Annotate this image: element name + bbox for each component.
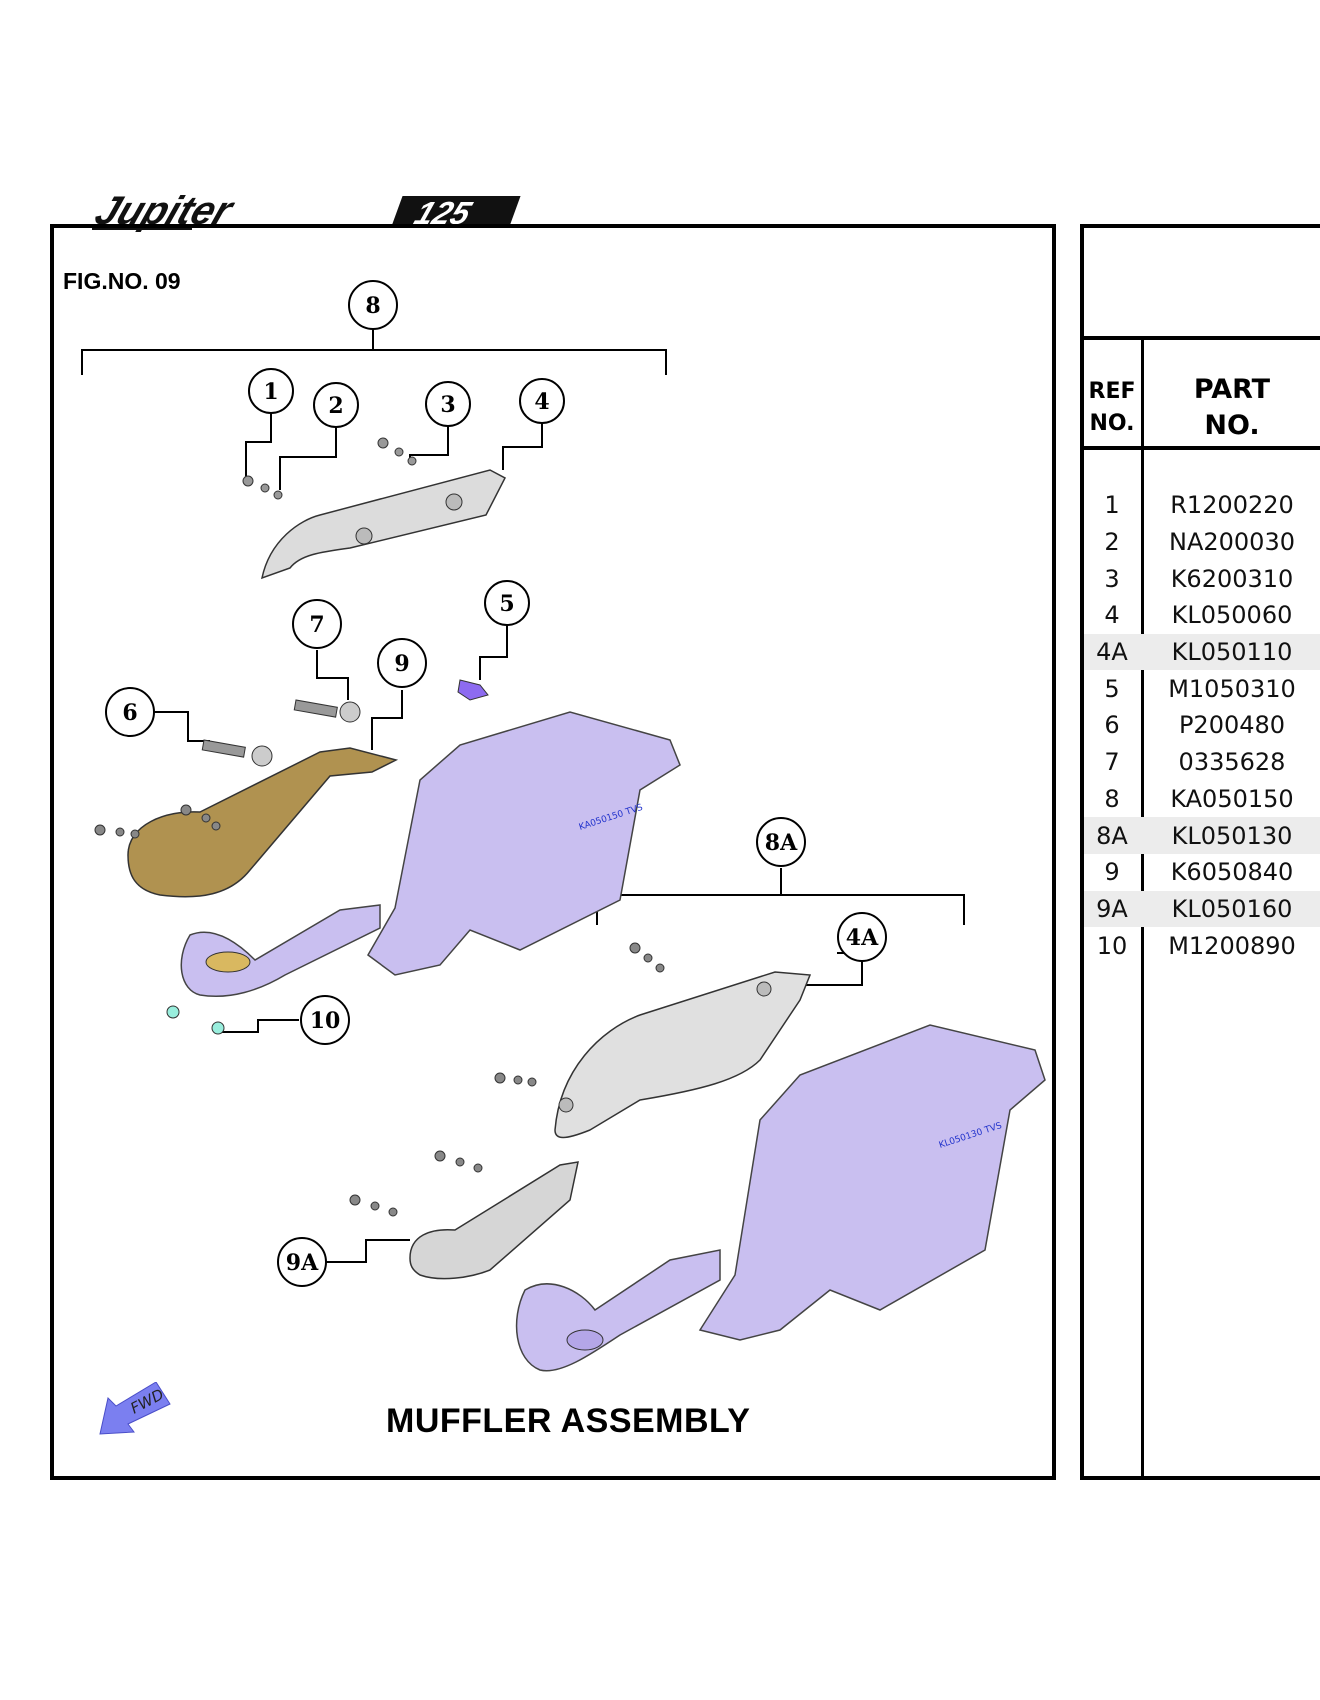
part-no-cell: P200480 <box>1178 711 1286 740</box>
table-row: 9A KL050160 <box>1084 890 1320 928</box>
heat-shield-4a <box>554 971 812 1139</box>
table-row: 4 KL050060 <box>1084 597 1320 634</box>
part-no-cell: KL050110 <box>1171 638 1293 667</box>
muffler-body-upper <box>367 711 681 976</box>
ref-no-cell: 10 <box>1096 931 1128 960</box>
ref-no-cell: 4A <box>1096 638 1128 667</box>
svg-text:5: 5 <box>499 591 514 617</box>
ref-no-cell: 9 <box>1104 858 1120 887</box>
part-no-cell: R1200220 <box>1170 491 1294 520</box>
table-row: 5 M1050310 <box>1084 670 1320 707</box>
exploded-view-drawing: KA050150 TVS KL050130 TVS 8 1 2 3 4 5 7 … <box>81 280 1046 1372</box>
svg-text:10: 10 <box>310 1008 341 1034</box>
ref-no-cell: 4 <box>1104 601 1120 630</box>
svg-text:8A: 8A <box>765 830 798 856</box>
bolt-7 <box>293 699 338 718</box>
ref-no-cell: 8A <box>1096 821 1128 850</box>
callout-6: 6 <box>105 687 155 737</box>
svg-text:9A: 9A <box>286 1250 319 1276</box>
svg-text:6: 6 <box>122 700 137 726</box>
ref-no-cell: 5 <box>1104 674 1120 703</box>
table-header-top-rule <box>1080 336 1320 340</box>
part-no-cell: K6200310 <box>1170 564 1294 593</box>
svg-text:8: 8 <box>365 293 380 319</box>
ref-no-cell: 1 <box>1104 491 1120 520</box>
part-no-cell: 0335628 <box>1178 748 1286 777</box>
svg-text:4: 4 <box>534 389 549 415</box>
ref-no-cell: 8 <box>1104 784 1120 813</box>
table-row: 7 0335628 <box>1084 744 1320 781</box>
ref-no-cell: 9A <box>1096 894 1128 923</box>
figure-number: FIG.NO. 09 <box>63 268 181 294</box>
callout-9: 9 <box>377 638 427 688</box>
svg-text:9: 9 <box>394 651 409 677</box>
assembly-title: MUFFLER ASSEMBLY <box>386 1402 751 1440</box>
svg-text:2: 2 <box>328 393 343 419</box>
svg-text:1: 1 <box>263 379 278 405</box>
table-header-bottom-rule <box>1080 446 1320 450</box>
callout-10: 10 <box>300 995 350 1045</box>
bolt-6 <box>201 739 246 758</box>
callout-8a: 8A <box>756 817 806 867</box>
part-no-cell: KA050150 <box>1170 784 1294 813</box>
callout-2: 2 <box>313 382 359 428</box>
column-header-ref-no: REF NO. <box>1088 379 1136 436</box>
callout-4a: 4A <box>837 912 887 962</box>
callout-5: 5 <box>484 580 530 626</box>
table-row: 1 R1200220 <box>1084 487 1320 524</box>
heat-shield-4 <box>260 469 507 580</box>
table-row: 6 P200480 <box>1084 707 1320 744</box>
table-row: 8A KL050130 <box>1084 817 1320 854</box>
part-no-cell: NA200030 <box>1169 528 1295 557</box>
callout-1: 1 <box>248 368 294 414</box>
table-row: 3 K6200310 <box>1084 560 1320 597</box>
ref-no-cell: 2 <box>1104 528 1120 557</box>
callout-3: 3 <box>425 381 471 427</box>
ref-no-cell: 7 <box>1104 748 1120 777</box>
part-no-cell: K6050840 <box>1170 858 1294 887</box>
callout-8: 8 <box>348 280 398 330</box>
svg-text:4A: 4A <box>846 925 879 951</box>
callout-7: 7 <box>292 599 342 649</box>
fwd-arrow-icon: FWD <box>99 1382 171 1435</box>
table-row: 10 M1200890 <box>1084 927 1320 964</box>
part-no-cell: M1200890 <box>1168 931 1296 960</box>
svg-text:7: 7 <box>309 612 324 638</box>
callout-4: 4 <box>519 378 565 424</box>
heat-shield-9a <box>409 1161 579 1280</box>
part-no-cell: KL050160 <box>1171 894 1293 923</box>
table-row: 9 K6050840 <box>1084 854 1320 891</box>
table-row: 2 NA200030 <box>1084 524 1320 561</box>
parts-table-rows: 1 R1200220 2 NA200030 3 K6200310 4 KL050060 4A KL… <box>1084 487 1320 964</box>
table-row: 4A KL050110 <box>1084 633 1320 671</box>
ref-no-cell: 3 <box>1104 564 1120 593</box>
muffler-body-lower <box>698 1024 1046 1341</box>
callout-9a: 9A <box>277 1237 327 1287</box>
ref-no-cell: 6 <box>1104 711 1120 740</box>
part-no-cell: KL050060 <box>1171 601 1293 630</box>
figure-frame <box>50 224 1056 1480</box>
part-no-cell: M1050310 <box>1168 674 1296 703</box>
table-row: 8 KA050150 <box>1084 781 1320 818</box>
part-no-cell: KL050130 <box>1171 821 1293 850</box>
svg-text:3: 3 <box>440 392 455 418</box>
heat-shield-9 <box>127 747 399 898</box>
parts-table-frame <box>1080 224 1320 1480</box>
column-header-part-no: PART NO. <box>1193 374 1271 442</box>
